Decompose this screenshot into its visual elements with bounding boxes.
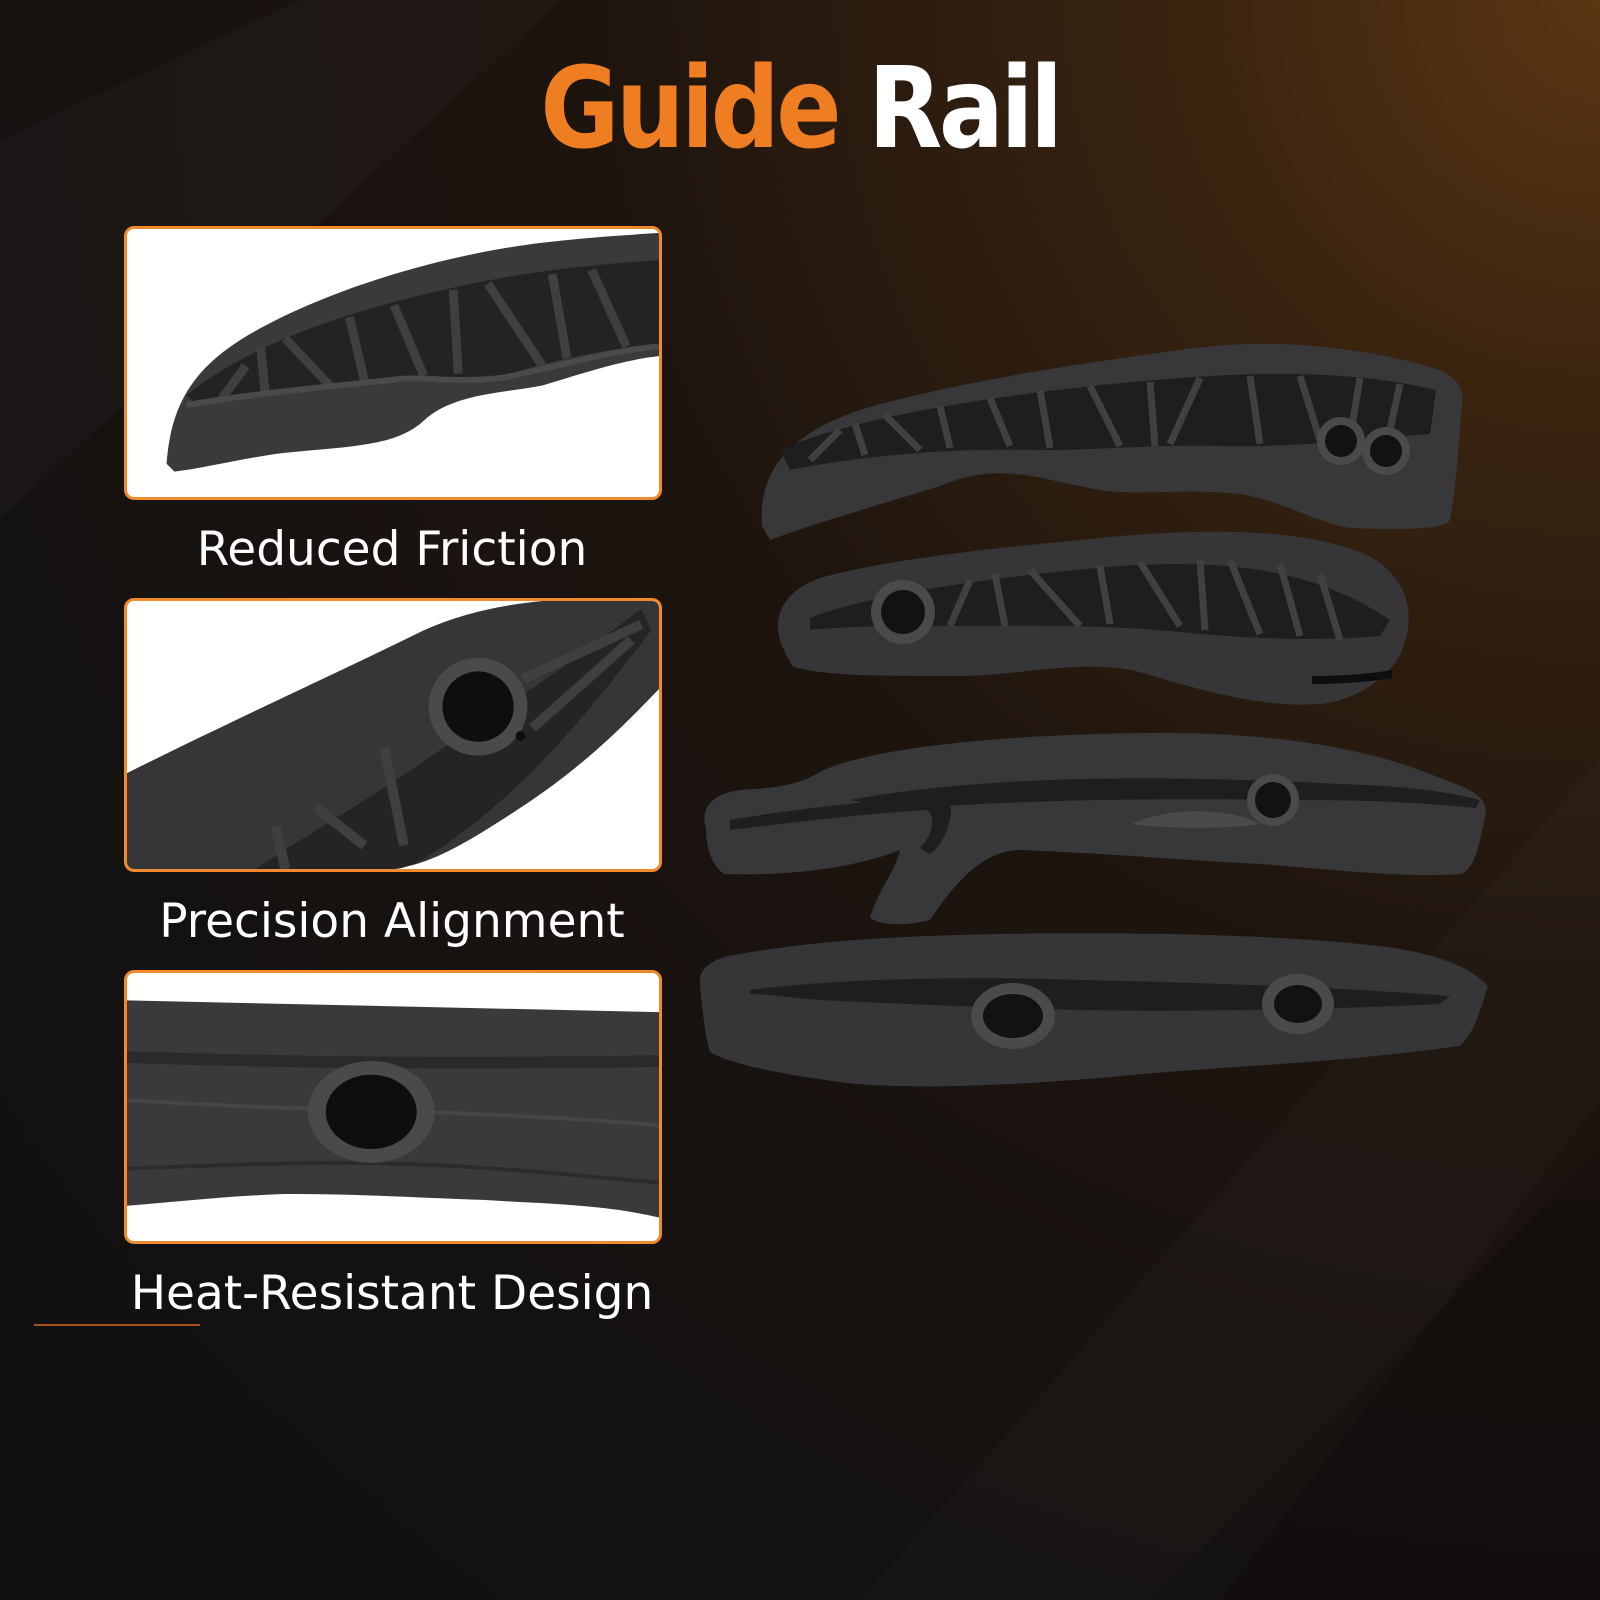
feature-image-precision-alignment: [124, 598, 662, 872]
feature-label-heat-resistant-design: Heat-Resistant Design: [130, 1266, 654, 1321]
feature-label-reduced-friction: Reduced Friction: [196, 522, 588, 577]
feature-image-heat-resistant-design: [124, 970, 662, 1244]
rail-closeup-ribs: [166, 232, 659, 472]
title-word-guide: Guide: [540, 44, 841, 174]
accent-line: [34, 1324, 200, 1326]
guide-rail-parts: [700, 343, 1488, 1087]
page-title: Guide Rail: [112, 42, 1488, 176]
rail-closeup-flat: [127, 1000, 659, 1218]
rail-closeup-hole: [127, 601, 659, 869]
guide-rail-part-1: [761, 343, 1463, 540]
title-word-rail: Rail: [868, 44, 1063, 174]
feature-image-reduced-friction: [124, 226, 662, 500]
guide-rail-part-4: [700, 933, 1488, 1087]
guide-rail-part-3: [704, 732, 1486, 925]
feature-label-precision-alignment: Precision Alignment: [159, 894, 625, 949]
guide-rail-part-2: [778, 531, 1409, 705]
